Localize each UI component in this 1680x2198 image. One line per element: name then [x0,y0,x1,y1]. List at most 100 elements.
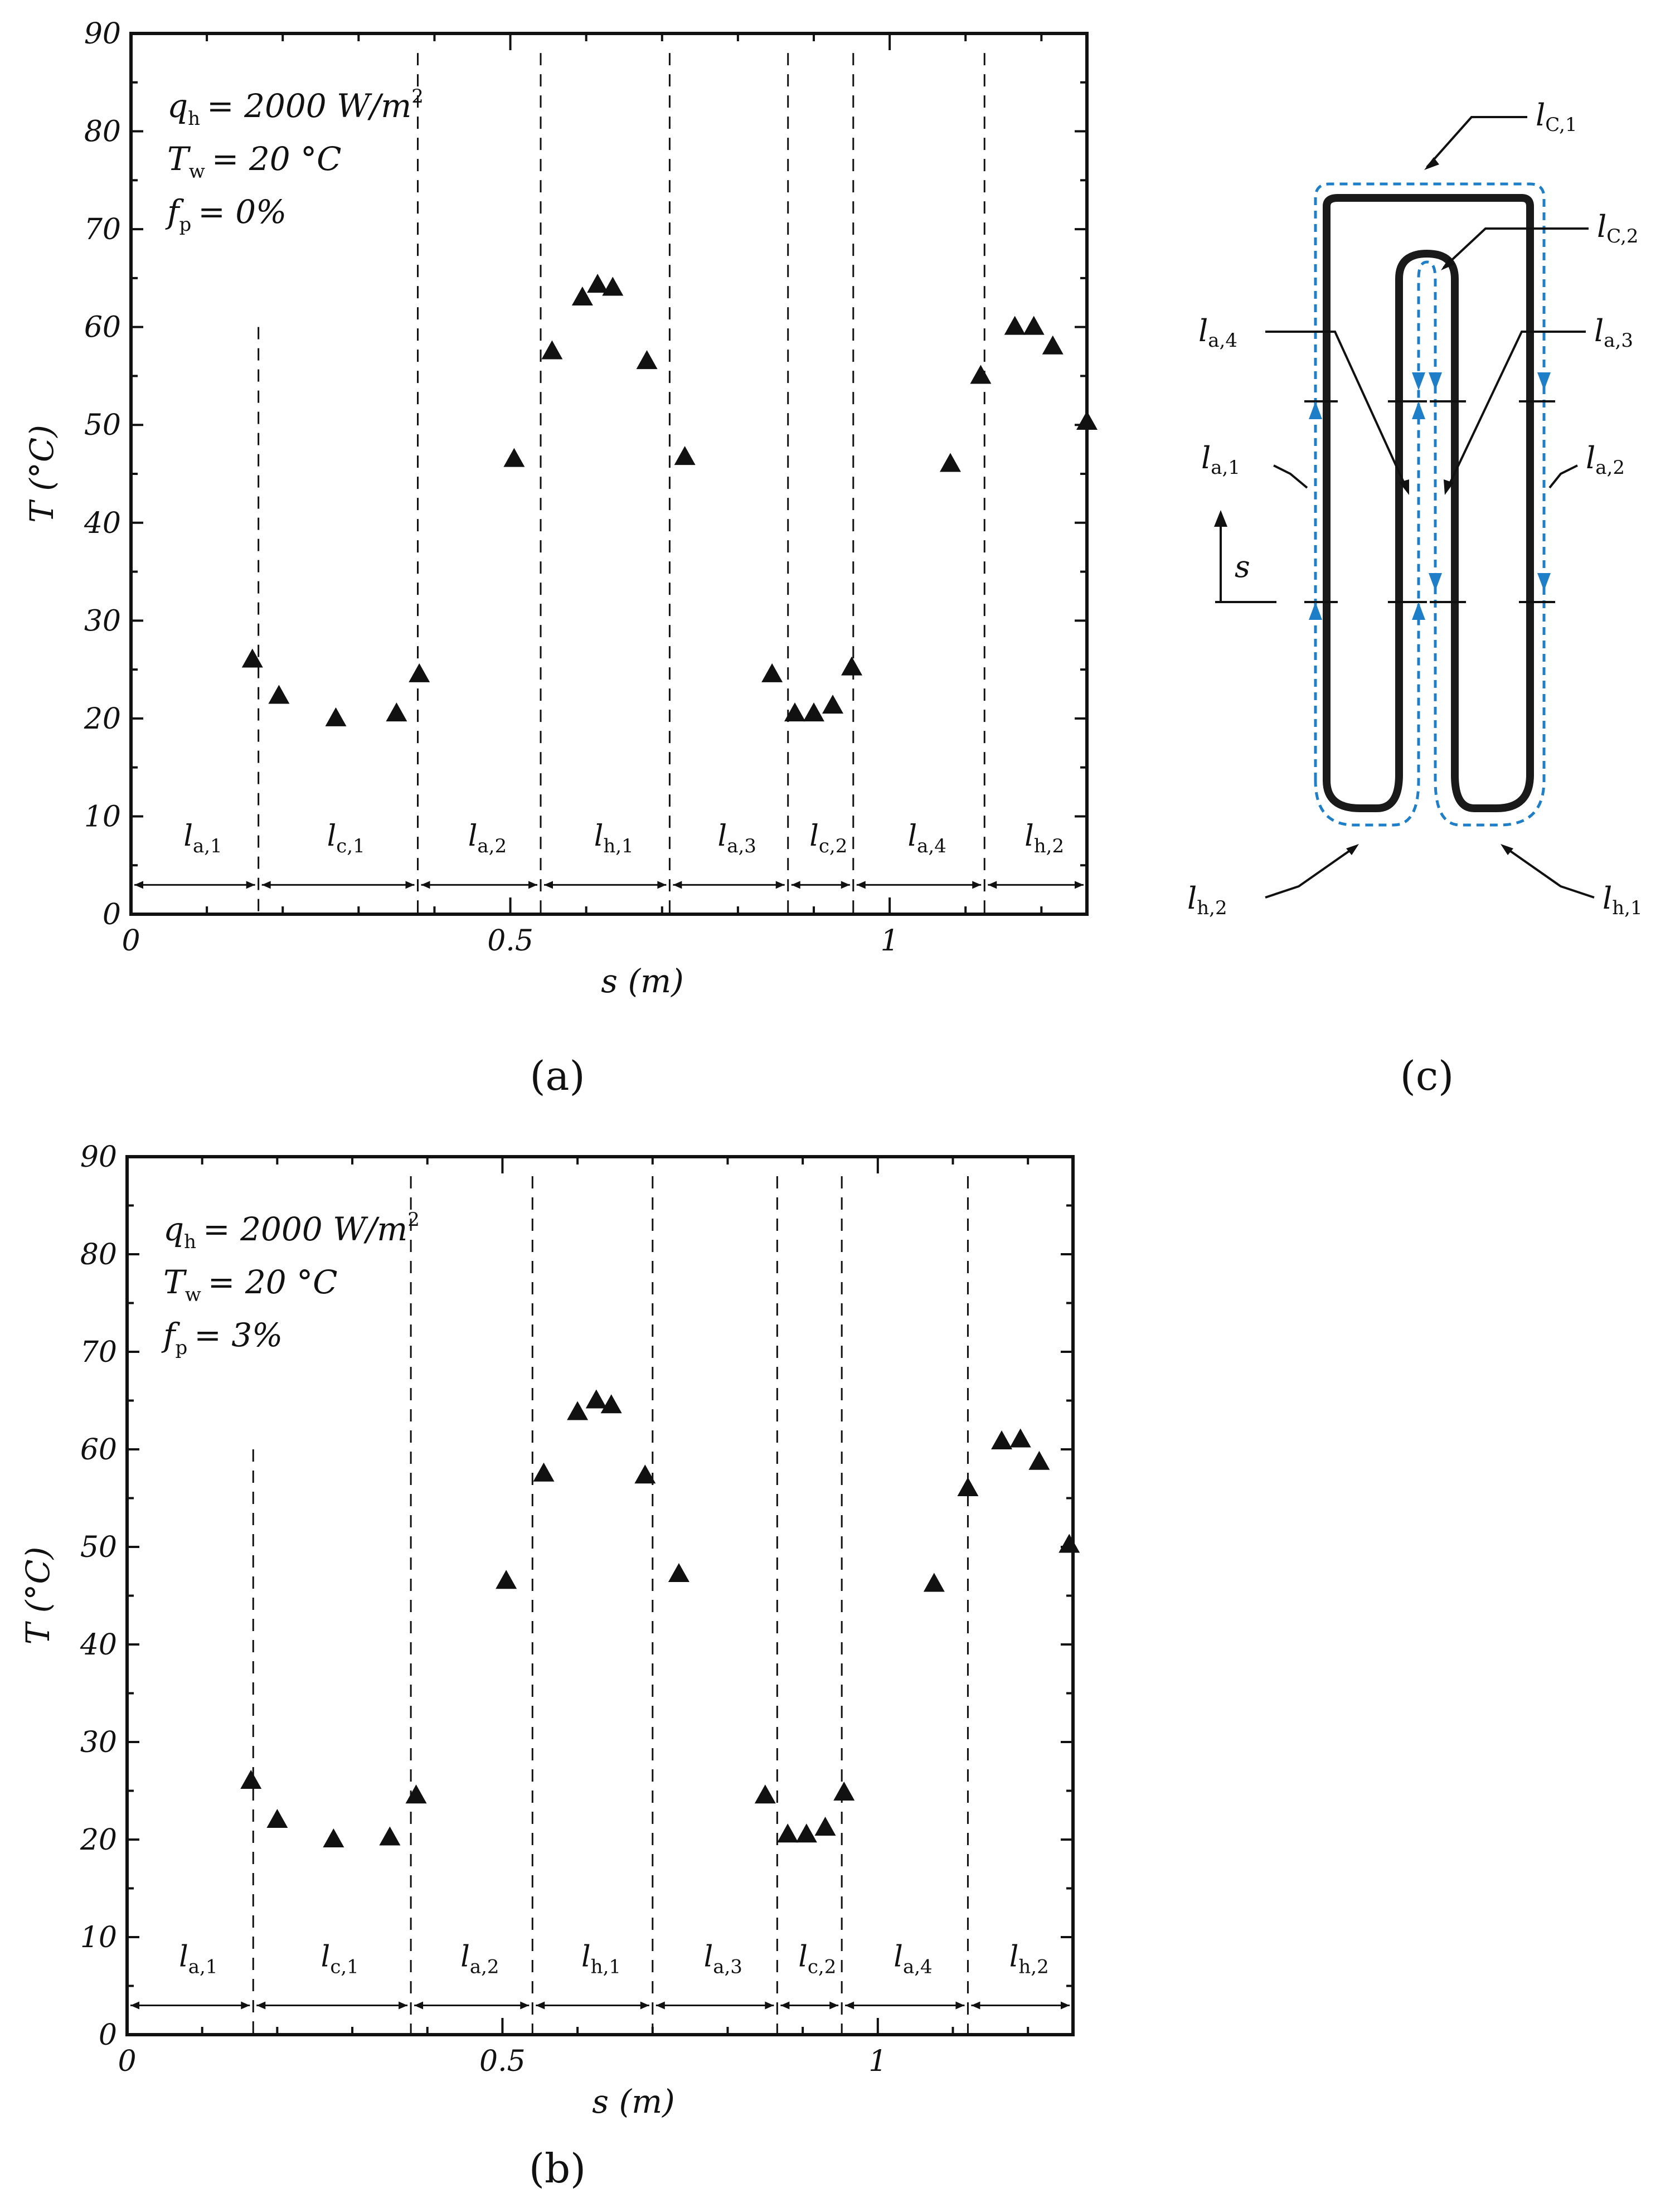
data-points-a [241,274,1098,726]
y-tick-label: 90 [84,17,121,51]
label-la4: la,4 [1198,313,1237,352]
x-tick-label: 0.5 [487,924,533,958]
label-la3: la,3 [1594,313,1633,352]
segment-span-arrowhead [845,2001,854,2010]
y-tick-label: 10 [80,1921,117,1954]
leader-c2-head [1441,258,1455,270]
annotations-b: qh= 2000 W/m2 Tw= 20 °C fp= 3% [161,1209,420,1359]
y-tick-label: 20 [80,1823,117,1857]
segment-span-arrowhead [544,881,553,889]
data-point [379,1826,401,1846]
y-tick-label: 60 [84,311,121,345]
segment-span-arrowhead [972,881,982,889]
x-tick-label: 1 [868,2045,887,2078]
data-point [496,1570,517,1589]
data-point [1023,316,1045,335]
panel-label-a: (a) [530,1052,585,1099]
data-point [533,1462,555,1482]
leader-a4 [1265,331,1409,491]
data-point [567,1401,589,1420]
x-axis-title-a: s (m) [601,962,683,1000]
y-tick-label: 70 [80,1336,117,1369]
segment-span-arrowhead [261,881,271,889]
label-lc2: lC,2 [1597,209,1639,248]
y-tick-label: 0 [99,2019,117,2052]
data-point [814,1817,836,1836]
x-tick-label: 0.5 [479,2045,526,2078]
segment-label: la,3 [718,819,756,857]
data-point [1028,1450,1050,1470]
data-point [268,685,290,704]
data-point [571,287,593,305]
x-axis-title-b: s (m) [592,2083,674,2121]
flow-arrow-up-3 [1412,401,1425,419]
segment-span-arrowhead [1061,2001,1070,2010]
data-point [386,702,407,722]
segment-span-arrowhead [775,881,785,889]
leader-a3 [1445,331,1586,491]
data-point [600,1394,622,1414]
segment-span-arrowhead [1075,881,1084,889]
segment-label: lh,1 [581,1940,621,1978]
y-tick-label: 80 [84,115,121,149]
segment-span-arrowhead [134,881,143,889]
pipe-loop [1323,194,1534,812]
diagram-segment-ticks [1304,400,1555,603]
annotation-fill-fraction-a: fp= 0% [165,193,287,236]
segment-span-arrowhead [421,881,430,889]
label-la2: la,2 [1586,440,1625,479]
segment-dividers-b [252,1176,969,2035]
segment-span-arrowhead [256,2001,266,2010]
y-tick-label: 30 [84,604,121,638]
tick-marks-b [126,1156,1073,2036]
s-axis-arrowhead [1214,510,1227,527]
y-tick-label: 20 [84,702,121,736]
data-point [240,1770,262,1789]
annotations-a: qh= 2000 W/m2 Tw= 20 °C fp= 0% [165,85,424,236]
segment-label: la,4 [894,1940,932,1978]
y-axis-title-a: T (°C) [23,425,61,523]
data-point [795,1823,817,1843]
y-tick-label: 60 [80,1433,117,1467]
leader-h1 [1504,846,1595,899]
x-tick-label: 0 [122,924,140,958]
segment-span-arrowhead [856,881,866,889]
diagram-c: s lC,1 lC,2 la,4 la,3 la,1 la,2 [1187,98,1643,919]
annotation-heat-flux-b: qh= 2000 W/m2 [163,1209,420,1253]
data-point [777,1823,799,1843]
y-tick-label: 50 [84,409,121,442]
data-point [585,1389,607,1409]
x-tick-label: 0 [118,2045,136,2078]
panel-label-c: (c) [1400,1052,1454,1099]
data-point [409,663,430,682]
data-point [266,1809,288,1828]
segment-span-arrowhead [841,881,850,889]
flow-arrow-down-5 [1537,573,1551,591]
diagram-labels: lC,1 lC,2 la,4 la,3 la,1 la,2 lh,2 lh,1 [1187,98,1643,919]
segment-label: la,2 [460,1940,499,1978]
data-point [923,1573,945,1592]
data-point [405,1784,427,1804]
segment-span-arrowhead [536,2001,545,2010]
segment-span-arrowhead [988,881,997,889]
s-axis-indicator: s [1214,510,1276,603]
data-point [1076,410,1098,430]
segment-label: lc,2 [798,1940,836,1978]
data-point [241,648,263,668]
leader-a1 [1273,464,1308,489]
segment-label: la,1 [179,1940,217,1978]
data-point [503,448,525,467]
segment-span-arrowhead [528,881,537,889]
flow-arrow-up-1 [1309,401,1322,419]
data-point [784,702,805,722]
data-point [636,350,658,370]
segment-span-arrowhead [399,2001,408,2010]
leader-h2-head [1346,844,1359,855]
flow-arrow-up-4 [1412,602,1425,620]
segment-label: la,1 [183,819,222,857]
flow-arrow-down-4 [1537,372,1551,390]
